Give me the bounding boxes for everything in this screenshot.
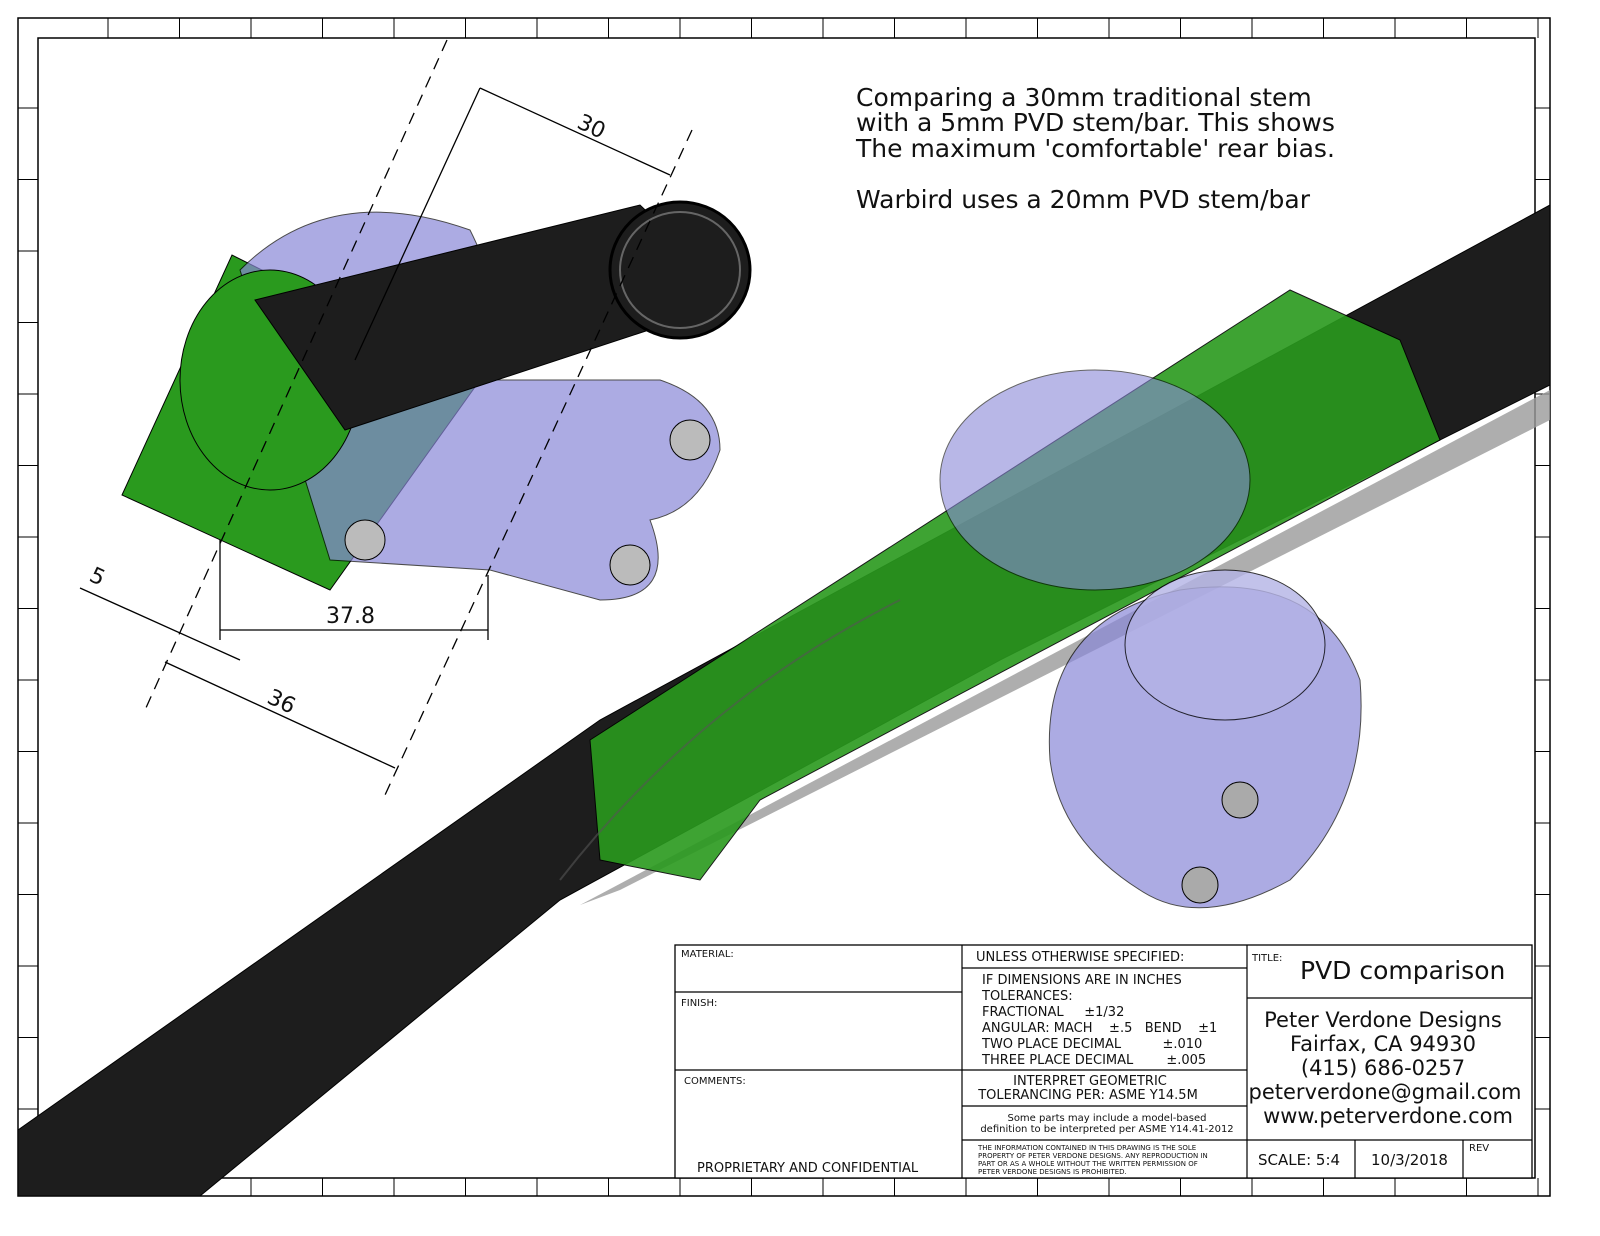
comparison-note: Comparing a 30mm traditional stem with a… [855, 83, 1335, 214]
rev-label: REV [1469, 1143, 1489, 1154]
note-line: The maximum 'comfortable' rear bias. [855, 134, 1335, 163]
mbd-line: definition to be interpreted per ASME Y1… [980, 1124, 1233, 1135]
tol-line: TOLERANCES: [981, 989, 1073, 1004]
legal-line: PETER VERDONE DESIGNS IS PROHIBITED. [978, 1168, 1127, 1176]
interpret-line: INTERPRET GEOMETRIC [1013, 1074, 1167, 1089]
unless-specified: UNLESS OTHERWISE SPECIFIED: [976, 950, 1184, 965]
dimension-lines [79, 39, 693, 796]
tolerances: IF DIMENSIONS ARE IN INCHES TOLERANCES: … [981, 973, 1217, 1068]
comments-label: COMMENTS: [684, 1076, 746, 1087]
title-block: MATERIAL: FINISH: COMMENTS: PROPRIETARY … [674, 944, 1533, 1179]
company-line: www.peterverdone.com [1263, 1104, 1513, 1128]
bolt-icon [1221, 781, 1259, 819]
traditional-stem-model [121, 200, 752, 601]
dimension-36: 36 [263, 685, 299, 719]
material-label: MATERIAL: [681, 949, 734, 960]
frame-zone-ticks [18, 18, 1550, 1196]
tol-line: FRACTIONAL ±1/32 [982, 1005, 1124, 1020]
handlebar-model [17, 204, 1551, 1197]
date: 10/3/2018 [1371, 1151, 1448, 1169]
tol-line: ANGULAR: MACH ±.5 BEND ±1 [982, 1021, 1217, 1036]
company-info: Peter Verdone Designs Fairfax, CA 94930 … [1249, 1008, 1522, 1128]
outer-frame [17, 17, 1551, 1197]
tol-line: IF DIMENSIONS ARE IN INCHES [982, 973, 1182, 988]
bolt-icon [1181, 866, 1219, 904]
legal-line: PART OR AS A WHOLE WITHOUT THE WRITTEN P… [978, 1160, 1198, 1168]
drawing-title: PVD comparison [1300, 956, 1505, 985]
legal-line: THE INFORMATION CONTAINED IN THIS DRAWIN… [977, 1144, 1196, 1152]
title-label: TITLE: [1251, 953, 1282, 964]
interpret-line: TOLERANCING PER: ASME Y14.5M [977, 1088, 1198, 1103]
dimension-5: 5 [85, 563, 108, 592]
scale: SCALE: 5:4 [1258, 1151, 1340, 1169]
note-line: Warbird uses a 20mm PVD stem/bar [856, 185, 1311, 214]
legal-line: PROPERTY OF PETER VERDONE DESIGNS. ANY R… [978, 1152, 1208, 1160]
tol-line: TWO PLACE DECIMAL ±.010 [981, 1037, 1202, 1052]
dimension-30: 30 [573, 110, 609, 144]
company-line: (415) 686-0257 [1301, 1056, 1465, 1080]
finish-label: FINISH: [681, 998, 717, 1009]
bolt-icon [669, 419, 711, 461]
faceplate-clamp [939, 369, 1251, 591]
bolt-icon [344, 519, 386, 561]
mbd-line: Some parts may include a model-based [1007, 1113, 1206, 1124]
company-line: peterverdone@gmail.com [1249, 1080, 1522, 1104]
proprietary-label: PROPRIETARY AND CONFIDENTIAL [697, 1161, 919, 1176]
bolt-icon [609, 544, 651, 586]
tol-line: THREE PLACE DECIMAL ±.005 [981, 1053, 1206, 1068]
dimension-37-8: 37.8 [326, 604, 375, 629]
company-line: Peter Verdone Designs [1264, 1008, 1502, 1032]
note-line: Comparing a 30mm traditional stem [856, 83, 1312, 112]
note-line: with a 5mm PVD stem/bar. This shows [856, 108, 1335, 137]
company-line: Fairfax, CA 94930 [1290, 1032, 1476, 1056]
